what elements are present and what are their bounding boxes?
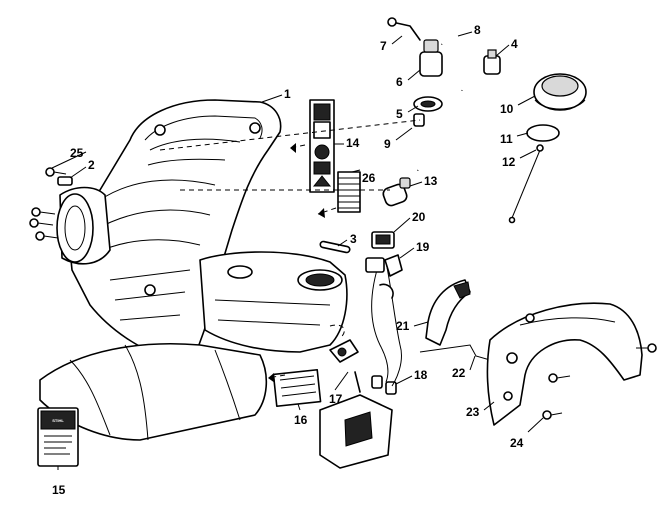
callout-26: 26 [362,171,376,185]
clip-19 [379,254,403,299]
callout-13: 13 [424,174,438,188]
handle-23 [486,302,643,426]
callout-4: 4 [511,37,518,51]
callout-15: 15 [52,483,66,497]
callout-21: 21 [396,319,410,333]
connectors-18 [371,375,397,395]
callout-23: 23 [466,405,480,419]
pin-3 [319,240,351,254]
callout-20: 20 [412,210,426,224]
callout-10: 10 [500,102,514,116]
wire-harness [371,259,402,387]
callout-19: 19 [416,240,430,254]
callout-24: 24 [510,436,524,450]
callout-labels: 1 2 3 4 5 6 7 8 9 10 11 12 13 14 15 16 1… [52,23,524,497]
callout-18: 18 [414,368,428,382]
callout-2: 2 [88,158,95,172]
hose-8 [440,31,472,91]
callout-11: 11 [500,132,513,146]
tube-7 [387,17,421,41]
callout-22: 22 [452,366,466,380]
callout-9: 9 [384,137,391,151]
throttle-rod-22 [419,344,491,361]
callout-12: 12 [502,155,516,169]
callout-7: 7 [380,39,387,53]
valve-4 [483,49,501,75]
screw-25 [45,167,67,177]
housing [39,99,348,441]
leader-lines [51,31,544,470]
assembly-guides [159,119,421,383]
callout-17: 17 [329,392,343,406]
callout-16: 16 [294,413,308,427]
callout-8: 8 [474,23,481,37]
decal-15: STIHL [37,407,79,467]
callout-14: 14 [346,136,360,150]
callout-6: 6 [396,75,403,89]
throttle-trigger-21 [425,279,471,346]
screws-24 [542,343,657,420]
fuel-line-9 [413,113,438,171]
decal-16 [272,368,322,408]
o-ring-11 [526,124,560,142]
ignition-module-17 [319,339,393,469]
screws-left [29,207,59,241]
retainer-12 [508,144,544,224]
callout-25: 25 [70,146,84,160]
callout-5: 5 [396,107,403,121]
callout-3: 3 [350,232,357,246]
fuel-cap-10 [533,73,587,111]
screw-2 [57,176,73,186]
switch-20 [365,231,395,273]
decal-26 [337,171,361,213]
primer-6 [419,39,443,77]
warning-decal-14 [309,99,335,193]
grommet-5 [413,96,443,112]
decal-brand-text: STIHL [52,418,64,423]
callout-1: 1 [284,87,291,101]
filter-13 [382,177,411,207]
